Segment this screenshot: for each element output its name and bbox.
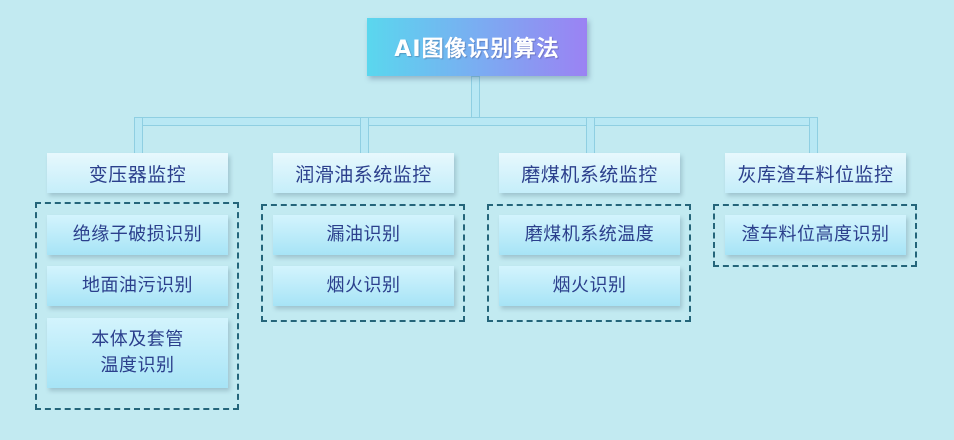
group-coal-mill (487, 204, 691, 322)
connector-drop-3 (586, 117, 595, 154)
item-coal-mill-temperature: 磨煤机系统温度 (499, 215, 680, 255)
root-node: AI图像识别算法 (367, 18, 587, 76)
connector-horizontal-bar (134, 117, 818, 126)
item-oil-leak: 漏油识别 (273, 215, 454, 255)
item-slag-truck-level-height: 渣车料位高度识别 (725, 215, 906, 255)
item-smoke-fire-coal-mill: 烟火识别 (499, 266, 680, 306)
connector-drop-1 (134, 117, 143, 154)
category-transformer: 变压器监控 (47, 153, 228, 193)
group-ash-slag-truck (713, 204, 917, 267)
category-coal-mill: 磨煤机系统监控 (499, 153, 680, 193)
connector-drop-2 (360, 117, 369, 154)
item-ground-oil-stain: 地面油污识别 (47, 266, 228, 306)
category-lubrication: 润滑油系统监控 (273, 153, 454, 193)
connector-drop-4 (809, 117, 818, 154)
group-transformer (35, 202, 239, 410)
connector-root-stem (471, 76, 480, 123)
item-smoke-fire-lubrication: 烟火识别 (273, 266, 454, 306)
item-body-bushing-temperature: 本体及套管 温度识别 (47, 318, 228, 388)
category-ash-slag-truck: 灰库渣车料位监控 (725, 153, 906, 193)
group-lubrication (261, 204, 465, 322)
item-insulator-damage: 绝缘子破损识别 (47, 215, 228, 255)
